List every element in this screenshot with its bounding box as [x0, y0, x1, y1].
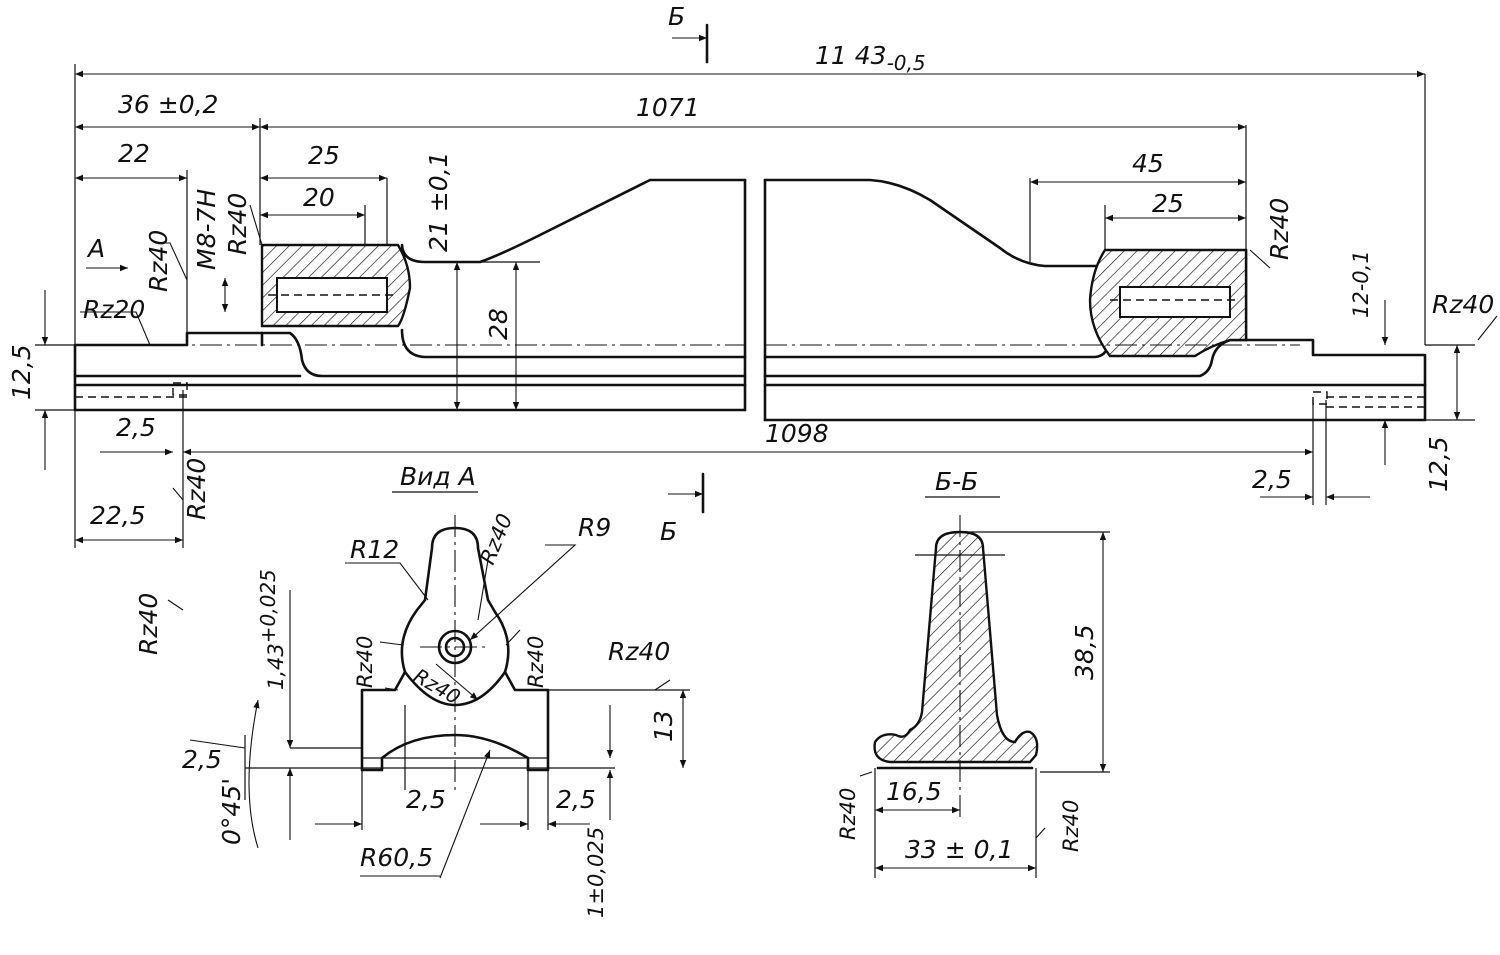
view-a-rz40-top: Rz40 — [475, 510, 517, 568]
dim-12-5-left: 12,5 — [7, 344, 36, 400]
rough-rz20: Rz20 — [83, 295, 145, 324]
view-a-r12: R12 — [350, 535, 399, 564]
rough-rz40-under-step: Rz40 — [182, 458, 211, 520]
dim-1071: 1071 — [636, 93, 700, 122]
view-a-dim-2-5-c: 2,5 — [556, 785, 596, 814]
view-a-dim-2-5-a: 2,5 — [182, 745, 222, 774]
dim-45: 45 — [1132, 149, 1164, 178]
view-a-dim-1-tol: 1±0,025 — [584, 827, 608, 918]
section-rz40-right: Rz40 — [1059, 800, 1083, 852]
view-a-rz40-left: Rz40 — [353, 636, 377, 688]
dim-25-left: 25 — [308, 141, 340, 170]
view-a: Вид А — [182, 462, 690, 918]
thread-m8: М8-7Н — [192, 189, 221, 270]
dim-1098: 1098 — [765, 419, 829, 448]
section-mark-bottom: Б — [660, 517, 677, 546]
section-dim-33: 33 ± 0,1 — [905, 835, 1013, 864]
view-a-r60-5: R60,5 — [360, 843, 433, 872]
dim-20: 20 — [303, 183, 335, 212]
dim-22-5: 22,5 — [90, 501, 146, 530]
dim-28: 28 — [484, 308, 513, 340]
rough-rz40-step: Rz40 — [144, 230, 173, 292]
dim-25-right: 25 — [1152, 189, 1184, 218]
view-a-title: Вид А — [400, 462, 476, 491]
rough-rz40-thread: Rz40 — [223, 193, 252, 255]
dim-2-5-right: 2,5 — [1252, 465, 1292, 494]
view-a-dim-13: 13 — [649, 710, 678, 742]
section-dim-16-5: 16,5 — [886, 777, 942, 806]
view-a-dim-2-5-b: 2,5 — [406, 785, 446, 814]
section-title: Б-Б — [935, 467, 978, 496]
dim-12-tol: 12-0,1 — [1349, 250, 1373, 318]
view-a-r9: R9 — [578, 513, 611, 542]
section-rz40-left: Rz40 — [836, 788, 860, 840]
dim-21: 21 ±0,1 — [424, 152, 453, 252]
view-a-rz40-right: Rz40 — [524, 636, 548, 688]
dim-2-5-left: 2,5 — [116, 413, 156, 442]
view-a-rz40-far: Rz40 — [608, 637, 670, 666]
rough-rz40-right-block: Rz40 — [1265, 198, 1294, 260]
section-mark-top: Б — [668, 2, 685, 31]
view-a-rz40-center: Rz40 — [410, 664, 465, 710]
view-a-arrow-label: А — [86, 234, 105, 263]
dim-36: 36 ±0,2 — [118, 90, 218, 119]
dim-12-5-right: 12,5 — [1424, 436, 1453, 492]
rough-rz40-right-end: Rz40 — [1432, 290, 1494, 319]
dim-22: 22 — [118, 139, 150, 168]
rough-rz40-lower: Rz40 — [134, 593, 163, 655]
view-a-dim-1-43: 1,43+0,025 — [256, 569, 288, 690]
dim-overall-length: 11 43-0,5 — [815, 41, 926, 75]
section-b-b: Б-Б 38,5 16,5 33 ± 0,1 Rz40 Rz40 — [836, 467, 1110, 878]
view-a-angle: 0°45' — [217, 778, 246, 845]
section-dim-38-5: 38,5 — [1070, 624, 1099, 680]
main-view: Б Б А 11 — [7, 2, 1498, 655]
